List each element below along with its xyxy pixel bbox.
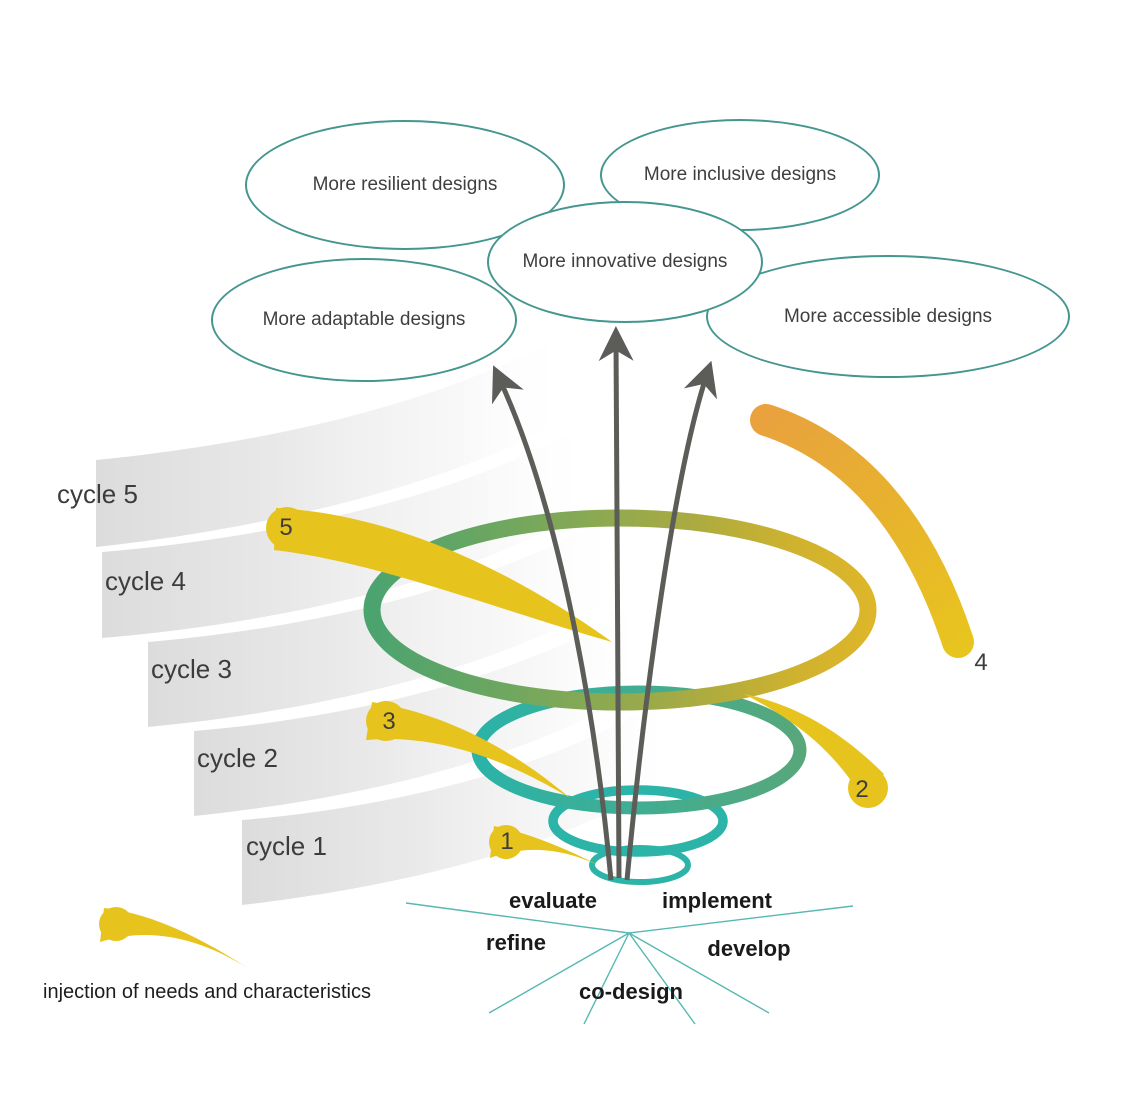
injection-number-4: 4 bbox=[974, 649, 988, 676]
output-arrow-right bbox=[624, 360, 718, 881]
injection-swoosh-1-end bbox=[489, 825, 523, 859]
fan-line bbox=[628, 932, 696, 1025]
fan-line bbox=[583, 932, 630, 1025]
process-label-develop: develop bbox=[707, 936, 791, 961]
cycle-2-label: cycle 2 bbox=[197, 743, 278, 773]
bubble-more-inclusive-label: More inclusive designs bbox=[643, 164, 837, 185]
injection-swoosh-1 bbox=[490, 826, 622, 878]
process-label-refine: refine bbox=[486, 930, 546, 955]
process-fan-lines bbox=[405, 902, 854, 1025]
process-label-co-design: co-design bbox=[579, 979, 683, 1004]
injection-swoosh-2 bbox=[744, 694, 884, 804]
injection-swoosh-3-end bbox=[366, 701, 406, 741]
cycle-band-2 bbox=[194, 604, 640, 816]
output-arrow-left bbox=[491, 365, 614, 881]
spiral-tail-swoosh-4 bbox=[750, 404, 974, 658]
fan-line bbox=[628, 905, 854, 934]
fan-line bbox=[628, 932, 770, 1014]
output-arrow-middle bbox=[598, 326, 634, 879]
bubble-more-innovative: More innovative designs bbox=[487, 201, 763, 323]
injection-swoosh-3 bbox=[366, 702, 570, 798]
process-label-evaluate: evaluate bbox=[508, 888, 598, 913]
bubble-more-adaptable: More adaptable designs bbox=[211, 258, 517, 382]
bubble-more-resilient-label: More resilient designs bbox=[312, 174, 498, 195]
bubble-more-accessible-label: More accessible designs bbox=[783, 305, 993, 327]
cycle-band-1 bbox=[242, 694, 668, 905]
cycle-band-5 bbox=[96, 338, 558, 547]
fan-line bbox=[405, 902, 630, 934]
cycle-1-label: cycle 1 bbox=[246, 831, 327, 861]
injection-swooshes bbox=[99, 507, 888, 972]
process-label-implement: implement bbox=[661, 888, 773, 913]
cycle-3-label: cycle 3 bbox=[151, 654, 232, 684]
bubble-more-adaptable-label: More adaptable designs bbox=[262, 309, 466, 330]
output-arrows bbox=[491, 326, 718, 881]
legend-label: injection of needs and characteristics bbox=[43, 981, 371, 1003]
injection-number-1: 1 bbox=[500, 828, 514, 855]
cycle-5-label: cycle 5 bbox=[57, 479, 138, 509]
cycle-4-label: cycle 4 bbox=[105, 566, 186, 596]
legend-swoosh bbox=[100, 908, 254, 972]
injection-number-2: 2 bbox=[855, 776, 869, 803]
injection-swoosh-5-end bbox=[266, 507, 308, 549]
bubble-more-innovative-label: More innovative designs bbox=[522, 251, 728, 272]
injection-swoosh-2-end bbox=[848, 768, 888, 808]
injection-number-3: 3 bbox=[382, 708, 396, 735]
fan-line bbox=[488, 932, 630, 1014]
injection-number-5: 5 bbox=[279, 514, 293, 541]
injection-swoosh-5 bbox=[274, 508, 612, 642]
bubble-more-accessible: More accessible designs bbox=[706, 255, 1070, 378]
legend-swoosh-end bbox=[99, 907, 133, 941]
